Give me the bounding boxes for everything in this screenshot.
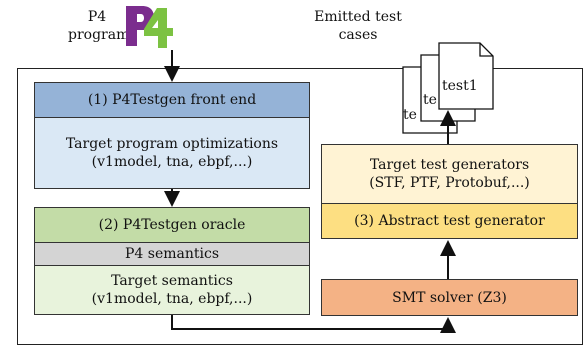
smt-solver-box: SMT solver (Z3) [321, 279, 578, 316]
frontend-header: (1) P4Testgen front end [34, 82, 310, 118]
target-semantics-line2: (v1model, tna, ebpf,...) [91, 291, 253, 307]
abstract-generator-label: (3) Abstract test generator [354, 213, 545, 229]
p4-program-label-line1: P4 [87, 9, 107, 25]
test-document-back-label: te [403, 107, 417, 123]
emitted-label-line2: cases [338, 27, 378, 43]
test-document-front-icon [438, 42, 494, 110]
p4-program-label-line2: program [68, 27, 130, 43]
target-generators-line1: Target test generators [369, 157, 530, 173]
emitted-test-cases-label: Emitted test cases [300, 8, 416, 44]
p4-logo-four-shape [144, 8, 173, 48]
test-document-front-label: test1 [442, 78, 478, 94]
testgen-frame [17, 68, 583, 345]
p4-semantics-box: P4 semantics [34, 242, 310, 266]
p4-semantics-label: P4 semantics [124, 246, 219, 262]
frontend-body-line1: Target program optimizations [65, 136, 279, 152]
p4-program-label: P4 program [68, 8, 130, 44]
frontend-body-line2: (v1model, tna, ebpf,...) [91, 154, 253, 170]
target-test-generators-box: Target test generators (STF, PTF, Protob… [321, 144, 578, 204]
target-semantics-box: Target semantics (v1model, tna, ebpf,...… [34, 265, 310, 315]
oracle-header: (2) P4Testgen oracle [34, 207, 310, 243]
frontend-body: Target program optimizations (v1model, t… [34, 117, 310, 189]
abstract-test-generator-box: (3) Abstract test generator [321, 203, 578, 239]
test-document-middle-label: te [423, 92, 437, 108]
emitted-label-line1: Emitted test [314, 9, 402, 25]
smt-solver-label: SMT solver (Z3) [392, 289, 507, 306]
target-generators-line2: (STF, PTF, Protobuf,...) [369, 175, 530, 191]
oracle-title: (2) P4Testgen oracle [98, 217, 246, 233]
p4-logo-icon [126, 6, 173, 48]
frontend-title: (1) P4Testgen front end [87, 92, 257, 108]
p4-logo-p-shape [126, 6, 154, 46]
target-semantics-line1: Target semantics [111, 273, 233, 289]
